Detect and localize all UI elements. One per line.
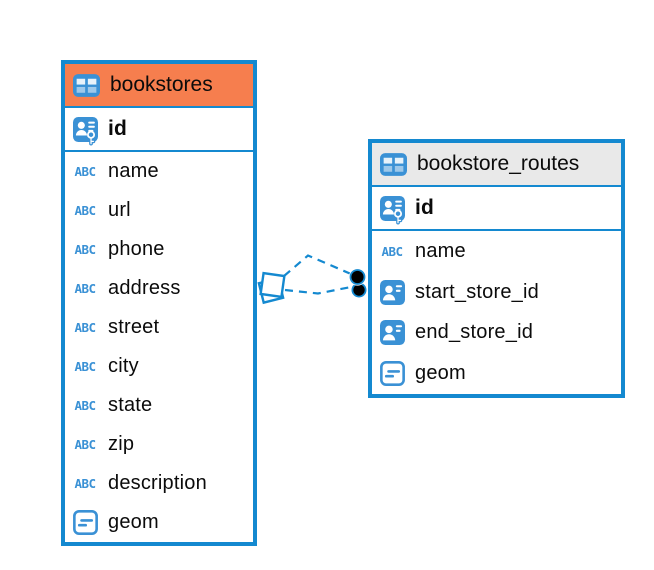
- text-icon: ABC: [74, 320, 96, 335]
- text-icon: ABC: [74, 281, 96, 296]
- column-row-zip[interactable]: ABC zip: [65, 425, 253, 464]
- column-row-id[interactable]: id: [65, 108, 253, 152]
- column-row-geom[interactable]: geom: [372, 353, 621, 394]
- column-row-start_store_id[interactable]: start_store_id: [372, 272, 621, 313]
- column-row-description[interactable]: ABC description: [65, 464, 253, 503]
- column-row-id[interactable]: id: [372, 187, 621, 231]
- text-icon: ABC: [74, 359, 96, 374]
- primary-key-icon: [70, 114, 100, 146]
- geometry-icon: [377, 360, 407, 387]
- many-side-dot-bottom: [351, 282, 367, 298]
- text-icon: ABC: [74, 437, 96, 452]
- text-icon: ABC: [74, 398, 96, 413]
- table-header[interactable]: bookstores: [65, 64, 253, 108]
- column-row-street[interactable]: ABC street: [65, 308, 253, 347]
- table-bookstores[interactable]: bookstores id ABC name ABC url ABC phone…: [61, 60, 257, 546]
- text-icon: ABC: [74, 203, 96, 218]
- column-list: id ABC name ABC url ABC phone ABC addres…: [65, 108, 253, 542]
- text-icon: ABC: [381, 243, 403, 259]
- many-side-dot-top: [349, 269, 366, 285]
- column-row-url[interactable]: ABC url: [65, 191, 253, 230]
- column-list: id ABC name start_store_id end_store_id …: [372, 187, 621, 394]
- table-title: bookstores: [110, 73, 213, 96]
- column-row-city[interactable]: ABC city: [65, 347, 253, 386]
- primary-key-icon: [377, 193, 407, 225]
- text-icon: ABC: [74, 164, 96, 179]
- column-row-address[interactable]: ABC address: [65, 269, 253, 308]
- foreign-key-icon: [377, 279, 407, 306]
- relationship-line-1[interactable]: [283, 254, 352, 277]
- table-title: bookstore_routes: [417, 152, 580, 175]
- column-row-state[interactable]: ABC state: [65, 386, 253, 425]
- many-side-dot-top-halo: [348, 268, 367, 286]
- column-row-geom[interactable]: geom: [65, 503, 253, 542]
- text-icon: ABC: [74, 476, 96, 491]
- column-row-name[interactable]: ABC name: [372, 231, 621, 272]
- column-row-name[interactable]: ABC name: [65, 152, 253, 191]
- foreign-key-icon: [377, 319, 407, 346]
- one-side-marker: [257, 271, 286, 305]
- text-icon: ABC: [74, 242, 96, 257]
- table-header[interactable]: bookstore_routes: [372, 143, 621, 187]
- column-row-phone[interactable]: ABC phone: [65, 230, 253, 269]
- table-icon: [71, 72, 101, 99]
- column-row-end_store_id[interactable]: end_store_id: [372, 313, 621, 354]
- table-icon: [378, 151, 408, 178]
- table-bookstore-routes[interactable]: bookstore_routes id ABC name start_store…: [368, 139, 625, 398]
- geometry-icon: [70, 509, 100, 536]
- relationship-line-2[interactable]: [284, 285, 352, 295]
